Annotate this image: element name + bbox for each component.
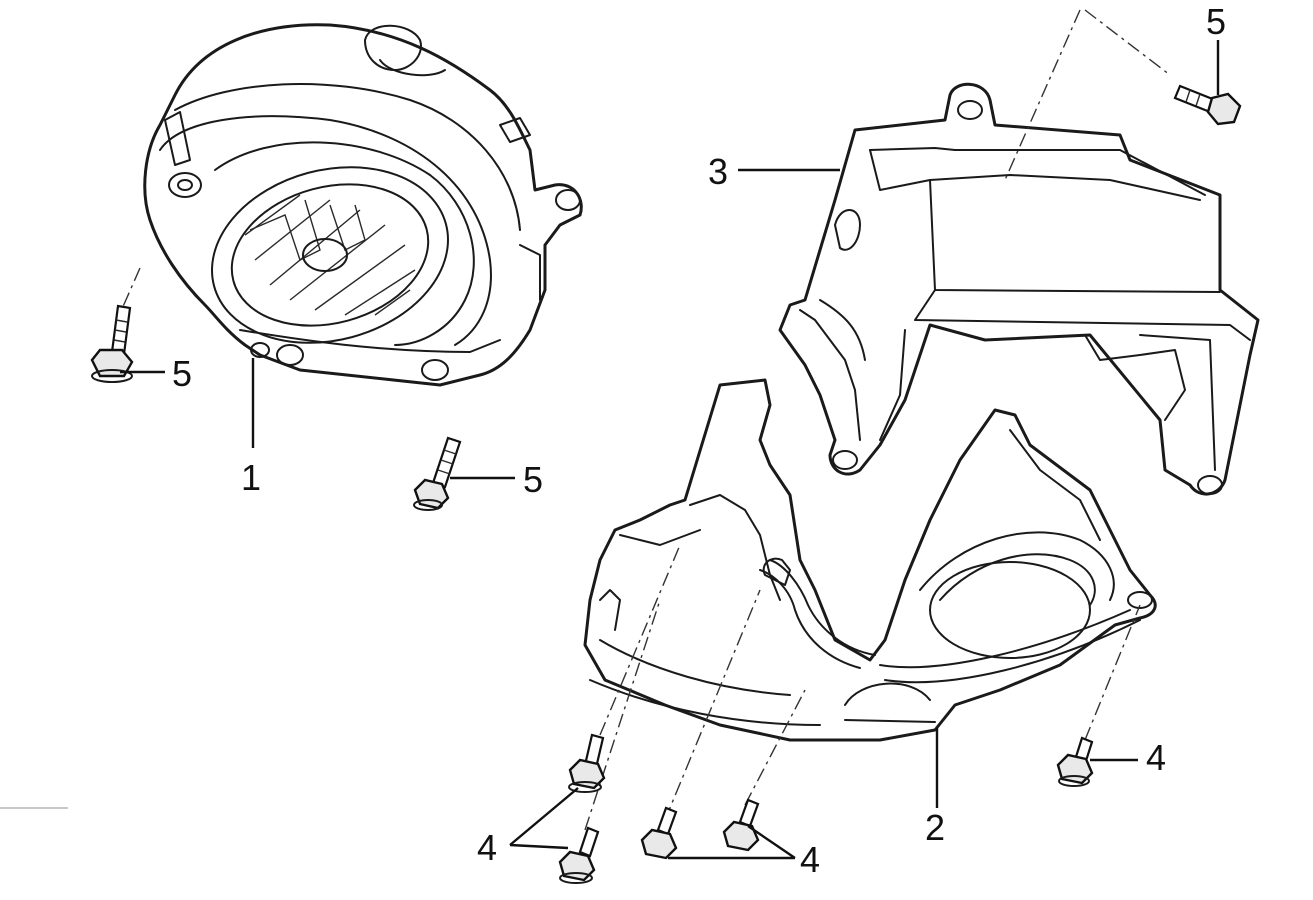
callout-5-left-bolt: 5	[172, 353, 192, 394]
callout-4-middle-bolts: 4	[800, 839, 820, 880]
callout-4-left-bolts: 4	[477, 827, 497, 868]
fan-cover-part	[143, 23, 583, 387]
callout-labels: 1 5 5 5 3 2 4 4 4	[172, 1, 1226, 880]
callout-5-top-right-bolt: 5	[1206, 1, 1226, 42]
callout-3-upper-shroud: 3	[708, 151, 728, 192]
callout-5-middle-bolt: 5	[523, 459, 543, 500]
bolt-4-middle-b	[722, 798, 760, 852]
callout-2-lower-shroud: 2	[925, 807, 945, 848]
lower-shroud-part	[583, 378, 1157, 742]
callout-4-right-bolt: 4	[1146, 737, 1166, 778]
bolt-4-lower-left	[558, 826, 600, 884]
bolt-4-upper-left	[568, 733, 606, 793]
bolt-4-middle-a	[640, 806, 678, 860]
alignment-lines	[117, 9, 1171, 831]
callout-1-fan-cover: 1	[241, 457, 261, 498]
leader-lines	[120, 40, 1220, 860]
bolt-5-middle	[413, 436, 462, 511]
upper-shroud-part	[778, 82, 1260, 496]
bolt-5-left	[90, 304, 134, 383]
bolt-5-top-right	[1173, 84, 1242, 126]
bolt-4-right	[1056, 736, 1094, 787]
